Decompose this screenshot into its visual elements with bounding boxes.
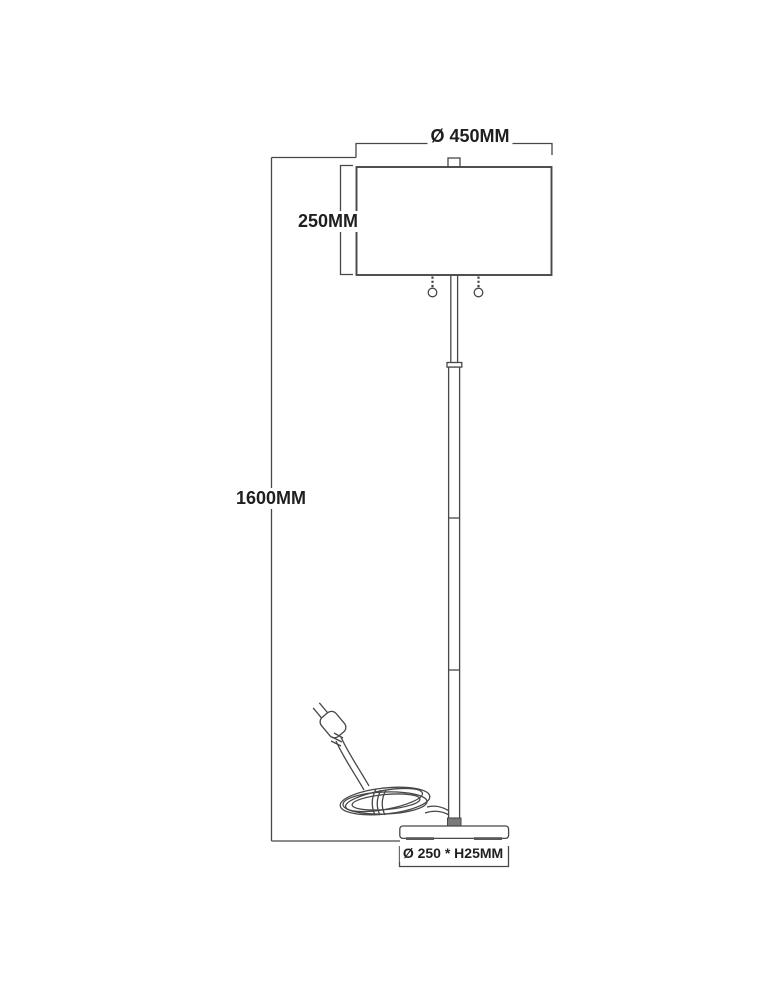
- base-foot-left: [406, 837, 434, 840]
- pull-chain-left-bead: [427, 287, 438, 298]
- lamp-shade: [355, 157, 553, 276]
- power-plug: [312, 702, 347, 739]
- cord-exit-line2: [424, 810, 450, 816]
- lamp-pole: [446, 275, 463, 827]
- plug-body: [319, 710, 347, 739]
- base-plate: [399, 825, 510, 840]
- finial: [447, 157, 461, 168]
- lamp-base: [399, 825, 510, 840]
- coil-loop-1: [339, 786, 431, 816]
- label-total-height: 1600MM: [232, 488, 310, 509]
- base-foot-right: [474, 837, 502, 840]
- pole-main: [447, 366, 461, 819]
- dimension-base: [398, 846, 510, 868]
- coil-loop-4: [351, 793, 421, 811]
- cord-exit-line1: [426, 805, 450, 812]
- pole-mount: [447, 817, 462, 827]
- plug-prong-right: [318, 702, 329, 714]
- pole-collar: [446, 361, 463, 368]
- coil-tie: [371, 788, 387, 816]
- cord-coil: [339, 786, 431, 816]
- shade-drum: [355, 166, 553, 276]
- pole-upper-thin: [450, 275, 459, 363]
- cord-upper-line1: [340, 736, 370, 787]
- pull-chain-right-bead: [473, 287, 484, 298]
- label-shade-height: 250MM: [294, 211, 362, 232]
- label-shade-diameter: Ø 450MM: [427, 126, 513, 147]
- plug-prong-left: [312, 707, 323, 719]
- pull-chains: [427, 276, 484, 298]
- cord-upper-line2: [335, 740, 365, 791]
- power-cord: [312, 702, 450, 816]
- label-base-size: Ø 250 * H25MM: [399, 845, 507, 862]
- dimension-line-base: [398, 846, 510, 868]
